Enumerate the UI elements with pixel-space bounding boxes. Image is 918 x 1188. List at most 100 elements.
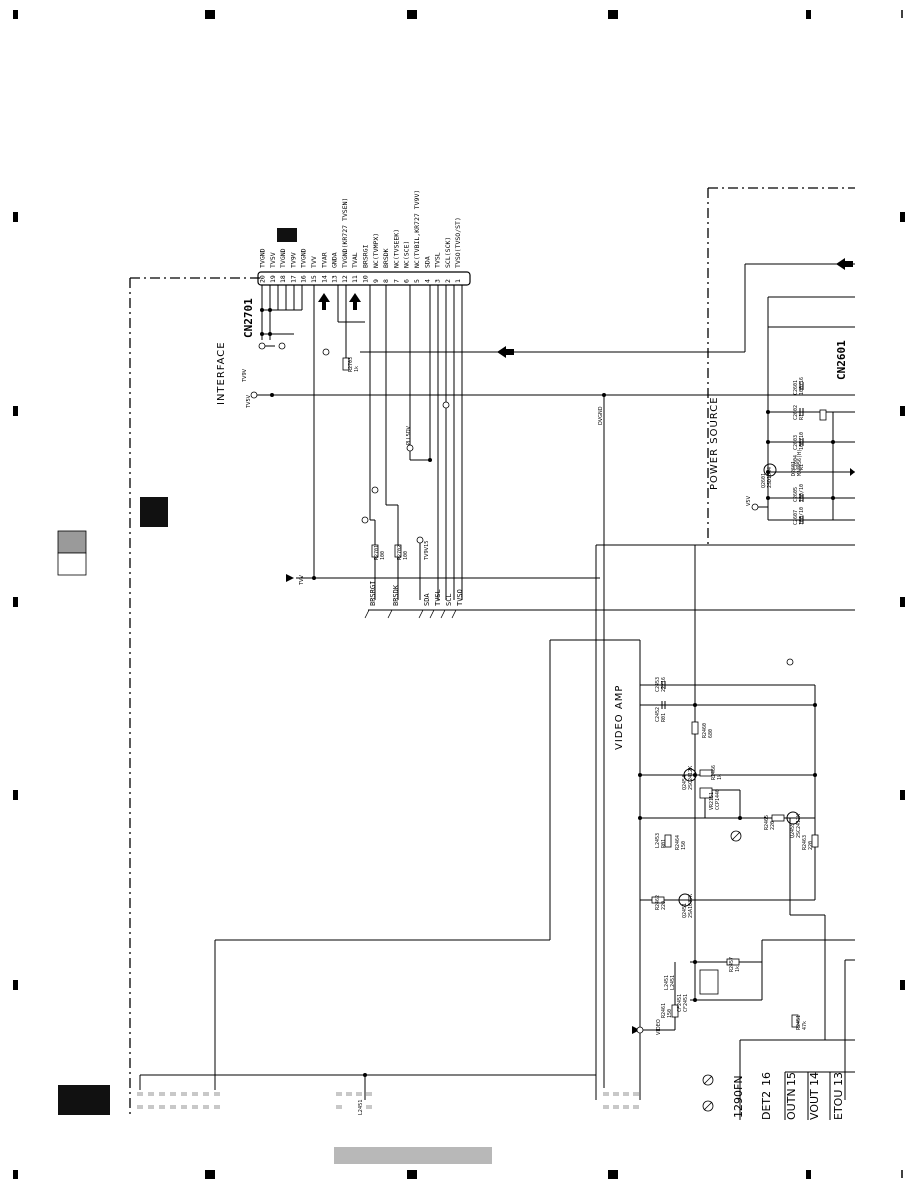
ic-pin-name: ETOU <box>832 1090 845 1120</box>
transistor-symbols <box>678 463 800 907</box>
connector-pin-name: TV5V <box>269 252 277 268</box>
connector-pin-name: TVGND <box>279 248 287 268</box>
connector-pin-number: 2 <box>444 279 452 283</box>
component-value: 100 <box>380 551 386 560</box>
component-ref: L2451 <box>664 975 670 990</box>
component-value: 1k <box>354 366 360 372</box>
bus-entry <box>387 609 393 619</box>
component-ref: R2701 <box>374 545 380 560</box>
bottom-connector-stubs <box>137 1092 639 1109</box>
bus-entry <box>429 609 435 619</box>
component-ref: CF2451 <box>677 994 683 1012</box>
net-video: VIDEO <box>656 1019 662 1035</box>
component-ref: C2602 <box>793 405 799 420</box>
top-border-numbers <box>13 10 811 19</box>
bus-label: BRSDK <box>392 584 400 606</box>
connector-pin-name: SCL(SCK) <box>444 237 452 268</box>
connector-cn2601: CN2601 <box>835 340 848 380</box>
component-ref: Q2451 <box>682 903 688 918</box>
ic-pin-number: 13 <box>832 1072 845 1086</box>
net-tvv: TVV <box>299 575 305 586</box>
connector-pin-number: 15 <box>310 275 318 283</box>
component-value: 2SC2412K <box>688 766 694 790</box>
component-ref: C2453 <box>655 677 661 692</box>
ic-name: 1290FN <box>732 1075 745 1118</box>
component-value: L2451 <box>670 975 676 990</box>
ic-pin-name: OUTN <box>785 1088 798 1120</box>
connector-pin-number: 10 <box>362 275 370 283</box>
bus-label: TVSL <box>434 589 442 606</box>
component-ref: R2466 <box>711 765 717 780</box>
net-tv9v: TV9V <box>242 368 248 383</box>
connector-pin-number: 14 <box>320 275 328 283</box>
section-marker-block <box>140 497 168 527</box>
connector-pin-number: 3 <box>434 279 442 283</box>
connector-pin-name: TVGND <box>300 248 308 268</box>
junction-dots <box>260 308 835 1077</box>
component-value: 100 <box>403 551 409 560</box>
connector-pin-number: 11 <box>351 275 359 283</box>
bus-entry <box>418 609 424 619</box>
connector-pin-number: 7 <box>392 279 400 283</box>
connector-cn2701-body <box>257 271 471 286</box>
connector-pin-name: TVSL <box>434 252 442 268</box>
connector-pin-number: 16 <box>300 275 308 283</box>
component-ref: R2451 <box>796 1015 802 1030</box>
component-value: 100/10 <box>799 432 805 450</box>
connector-pin-name: TVV <box>310 256 318 268</box>
cap-symbols <box>661 382 804 709</box>
connector-pin-name: TVGND(KR727 TVSEN) <box>341 198 349 268</box>
side-index-tab <box>57 530 87 576</box>
component-ref: R2465 <box>764 815 770 830</box>
connector-pin-name: BRSDK <box>382 248 390 268</box>
net-v5v: V5V <box>746 495 752 506</box>
component-ref: C2603 <box>793 435 799 450</box>
connector-pin-name: NC(TVMPX) <box>372 233 380 268</box>
component-value: 220 <box>770 821 776 830</box>
component-ref: C2601 <box>793 380 799 395</box>
component-ref: R2702 <box>397 545 403 560</box>
component-symbols <box>342 357 827 1028</box>
component-value: 2SD1664 <box>767 467 773 488</box>
component-ref: VR2151 <box>709 792 715 810</box>
component-value: MA8056(H) <box>797 449 803 476</box>
ic-pin-name: VOUT <box>808 1089 821 1120</box>
connector-pin-name: TVSO(TVSO/ST) <box>454 217 462 268</box>
connector-ref: CN2701 <box>242 298 255 338</box>
connector-marker-block <box>277 228 297 242</box>
page-id-block <box>58 1085 110 1115</box>
component-ref: C2605 <box>793 487 799 502</box>
component-ref: R2457 <box>729 957 735 972</box>
component-ref: Q2455 <box>790 823 796 838</box>
component-ref: Q2454 <box>682 775 688 790</box>
connector-pin-number: 1 <box>454 279 462 283</box>
bottom-ref: L2451 <box>358 1099 364 1115</box>
component-ref: L2453 <box>655 833 661 848</box>
component-value: 22/16 <box>661 677 667 692</box>
bus-label: BRSRGI <box>369 581 377 606</box>
net-dvgnd: DVGND <box>598 406 604 425</box>
component-value: 680 <box>708 729 714 738</box>
left-border-marks <box>13 212 18 990</box>
component-ref: C2604 <box>793 455 799 470</box>
connector-pin-name: SDA <box>423 256 431 268</box>
test-points <box>250 342 794 1034</box>
ic-pin-number: 14 <box>808 1072 821 1086</box>
connector-pin-number: 9 <box>372 279 380 283</box>
signal-arrows <box>286 258 855 1034</box>
component-ref: R2464 <box>675 835 681 850</box>
component-ref: D2601 <box>791 461 797 476</box>
bus-label: SCL <box>445 593 453 606</box>
footer-bar <box>334 1147 492 1164</box>
section-label-power-source: POWER SOURCE <box>709 396 720 490</box>
component-ref: Q2601 <box>761 473 767 488</box>
module-outline <box>129 187 855 1118</box>
connector-pin-number: 20 <box>259 275 267 283</box>
component-ref: R2462 <box>655 895 661 910</box>
connector-pin-name: NC(TVSEEK) <box>392 229 400 268</box>
connector-pin-number: 6 <box>403 279 411 283</box>
connector-pins: 20TVGND19TV5V18TVGND17TV9V16TVGND15TVV14… <box>259 190 463 283</box>
net-tv9v15: TV9V15 <box>424 541 430 561</box>
